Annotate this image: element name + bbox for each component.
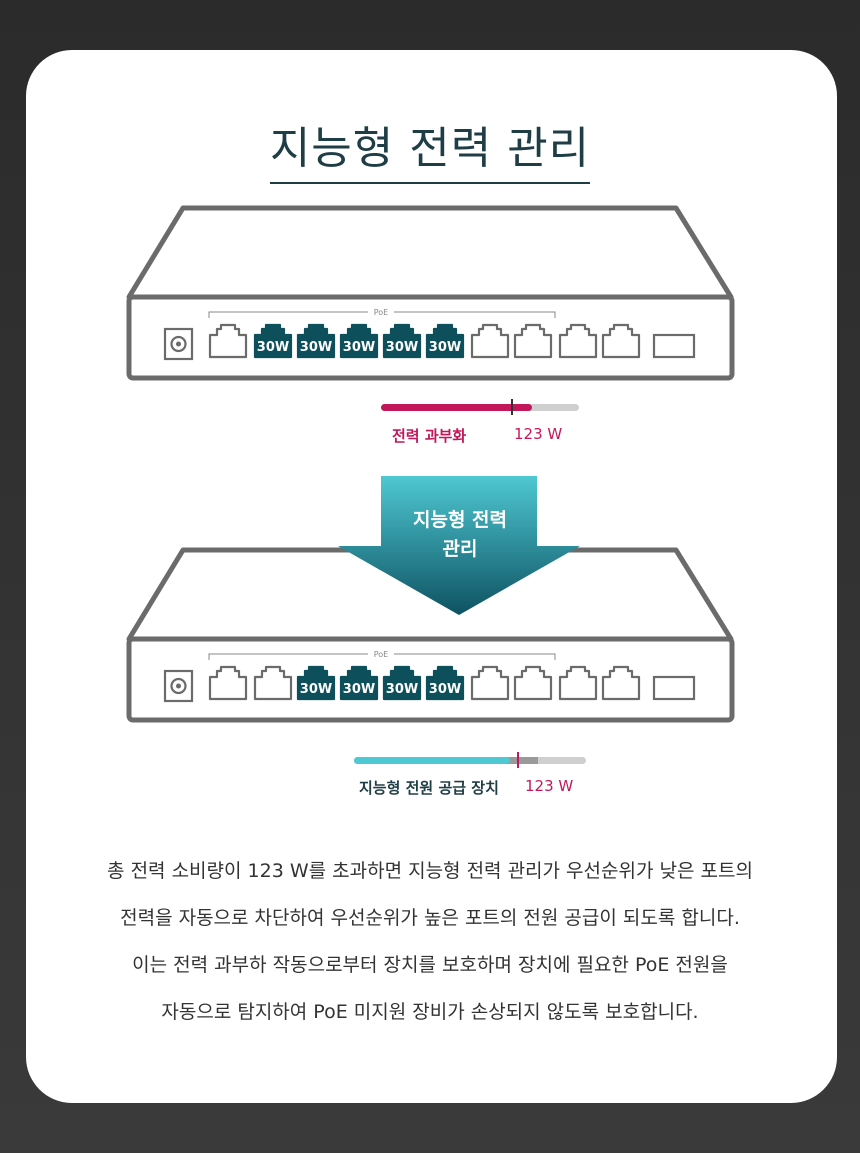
page-title: 지능형 전력 관리 [0, 112, 860, 184]
port-power-label: 30W [257, 340, 289, 355]
port-power-label: 30W [343, 682, 375, 697]
power-jack-icon [163, 669, 194, 703]
power-bar-fill [354, 757, 510, 764]
poe-label: PoE [374, 650, 389, 659]
overload-power-value: 123 W [514, 425, 563, 443]
description-line: 총 전력 소비량이 123 W를 초과하면 지능형 전력 관리가 우선순위가 낮… [107, 860, 753, 882]
port-power-label: 30W [429, 340, 461, 355]
description-line: 자동으로 탐지하여 PoE 미지원 장비가 손상되지 않도록 보호합니다. [161, 1001, 699, 1023]
smart-power-value: 123 W [525, 777, 574, 795]
port-power-label: 30W [429, 682, 461, 697]
top-switch: PoE 30W 30W 30W 30W 30W [126, 205, 735, 415]
port-power-label: 30W [343, 340, 375, 355]
description-line: 전력을 자동으로 차단하여 우선순위가 높은 포트의 전원 공급이 되도록 합니… [120, 907, 740, 929]
power-jack-icon [163, 327, 194, 361]
port-power-label: 30W [300, 682, 332, 697]
down-arrow-icon [338, 476, 580, 615]
arrow-label: 지능형 전력 관리 [412, 509, 507, 560]
power-bar-reserve [505, 757, 538, 764]
power-bar-fill [381, 404, 532, 411]
description: 총 전력 소비량이 123 W를 초과하면 지능형 전력 관리가 우선순위가 낮… [40, 848, 820, 1036]
overload-status-label: 전력 과부화 [392, 427, 467, 445]
port-power-label: 30W [386, 340, 418, 355]
smart-status-label: 지능형 전원 공급 장치 [359, 779, 499, 797]
port-power-label: 30W [300, 340, 332, 355]
poe-label: PoE [374, 308, 389, 317]
description-line: 이는 전력 과부하 작동으로부터 장치를 보호하며 장치에 필요한 PoE 전원… [132, 954, 728, 976]
port-power-label: 30W [386, 682, 418, 697]
